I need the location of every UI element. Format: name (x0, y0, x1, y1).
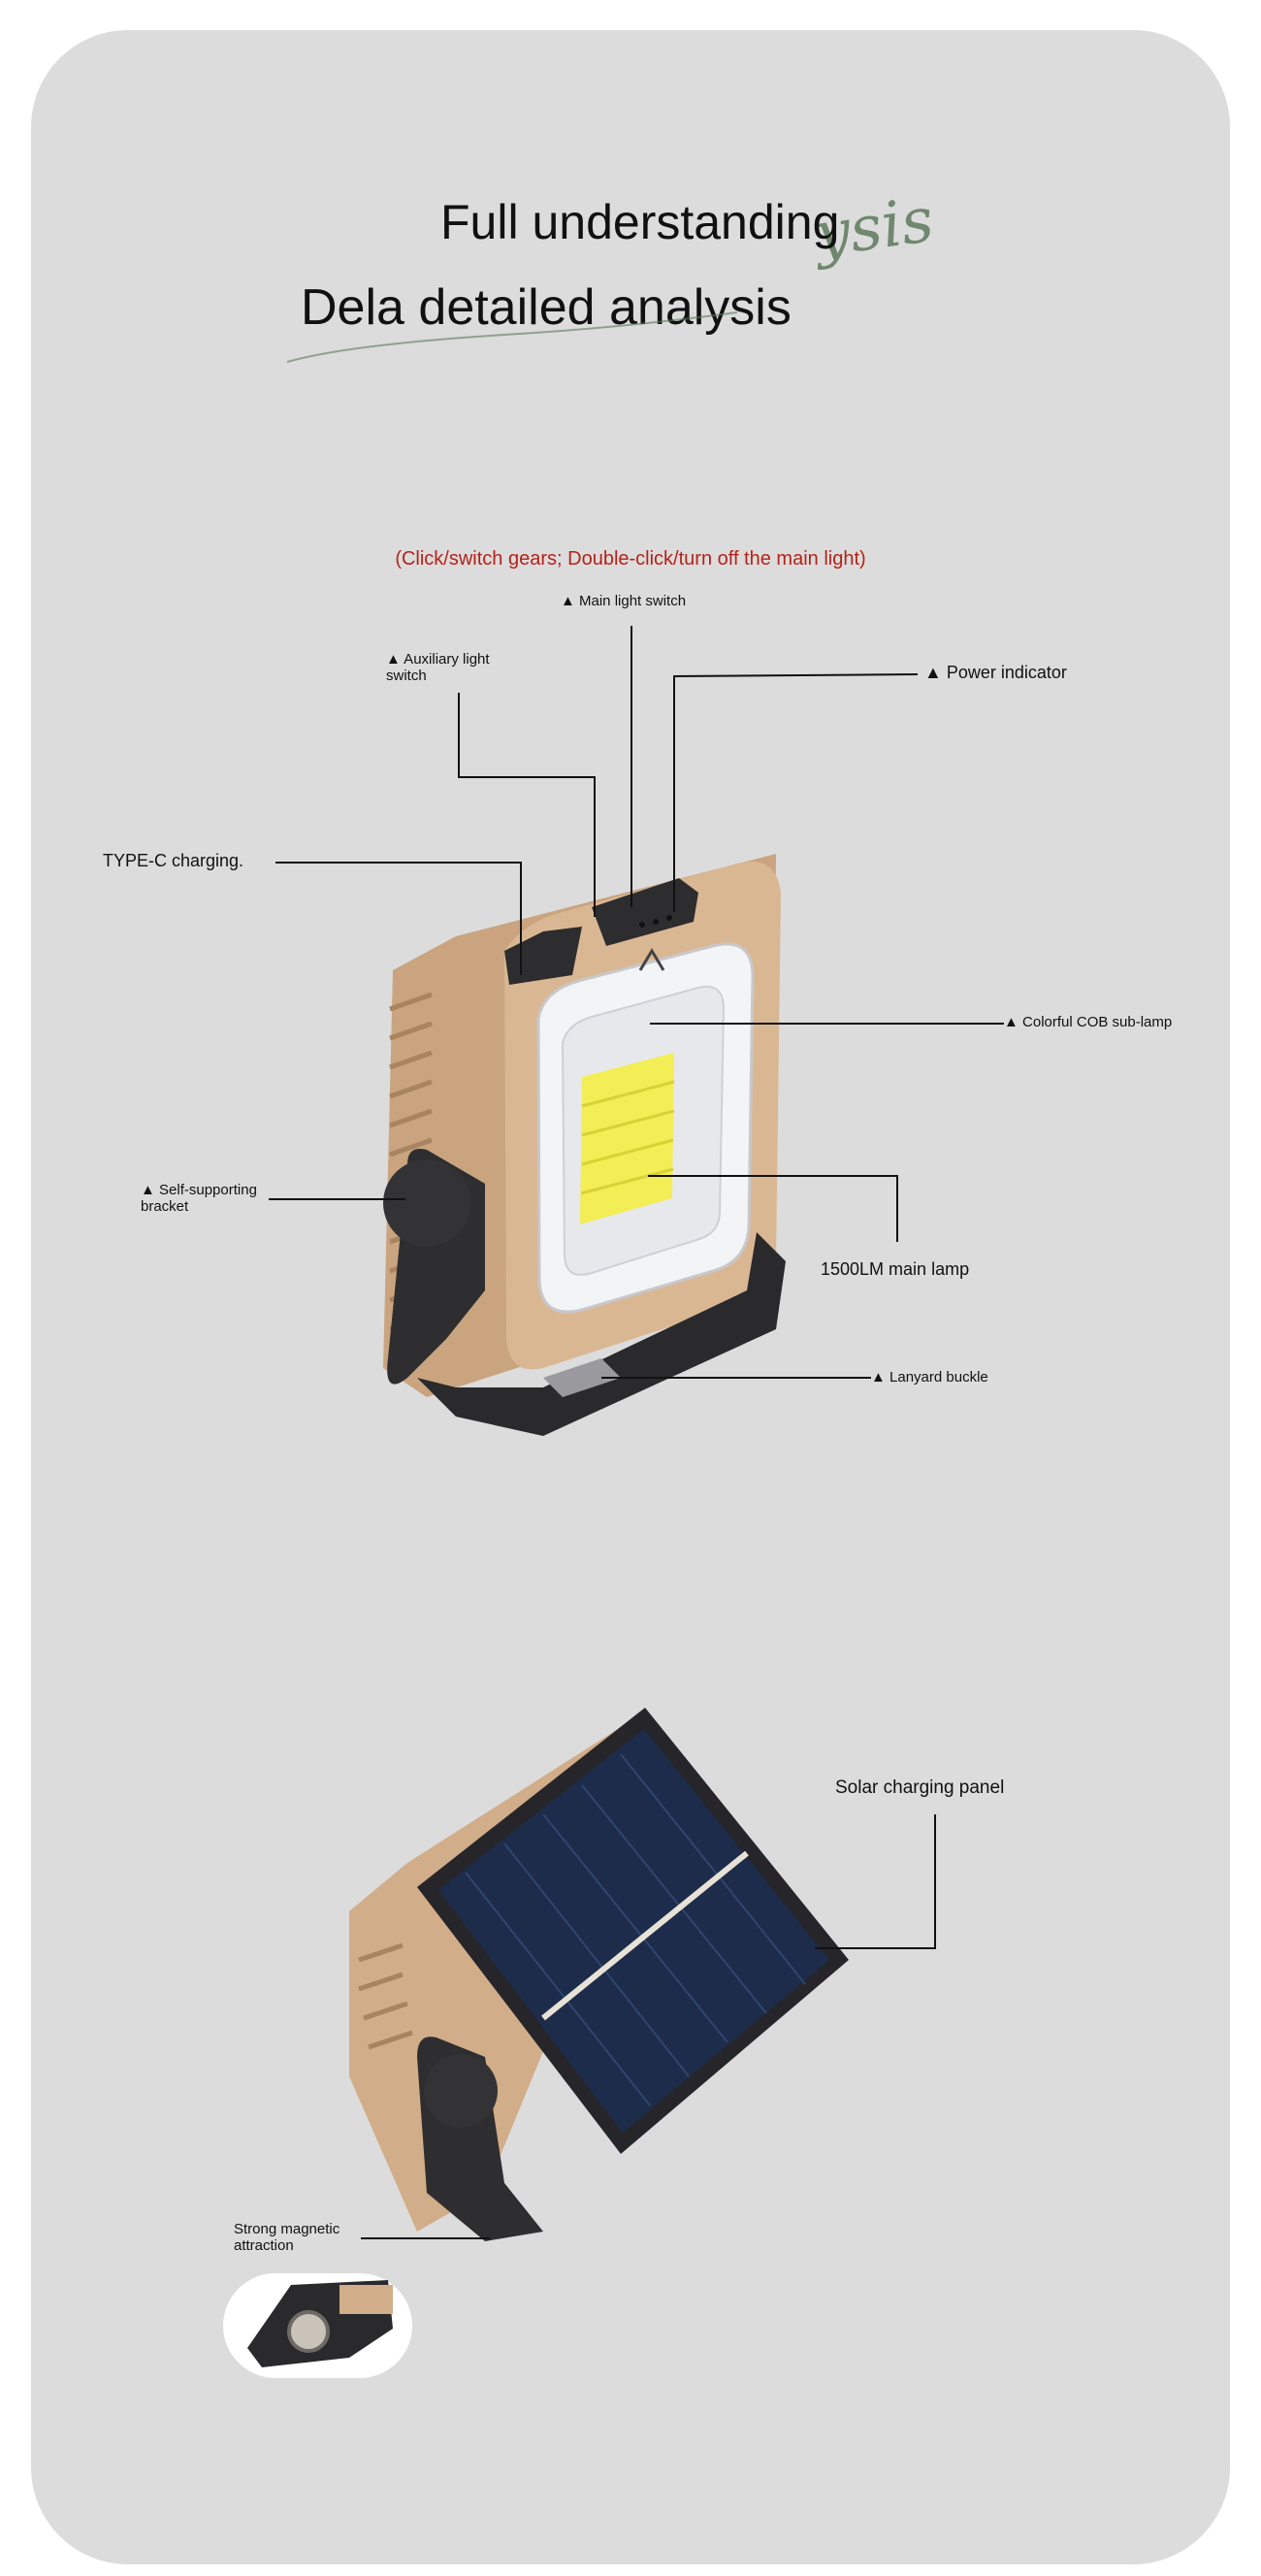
lantern-solar-illustration (349, 1708, 849, 2241)
label-self-supporting-2: bracket (141, 1198, 189, 1215)
title-underline-swoosh (286, 311, 738, 363)
magnet-detail-illustration (223, 2273, 412, 2378)
label-power-indicator: ▲ Power indicator (924, 663, 1067, 682)
label-solar-panel: Solar charging panel (835, 1777, 1005, 1798)
label-self-supporting-1: ▲ Self-supporting (141, 1182, 257, 1198)
label-magnetic-1: Strong magnetic (234, 2221, 340, 2237)
label-magnetic-2: attraction (234, 2237, 294, 2254)
label-main-light-switch: ▲ Main light switch (561, 593, 687, 609)
lantern-front-illustration (383, 854, 786, 1436)
label-cob-sub-lamp: ▲ Colorful COB sub-lamp (1004, 1014, 1173, 1030)
label-main-lamp: 1500LM main lamp (821, 1259, 970, 1279)
page-title-line2: Dela detailed analysis (301, 279, 792, 336)
page-title-line1: Full understanding (440, 195, 840, 249)
label-auxiliary-light-switch-2: switch (386, 668, 427, 684)
label-type-c-charging: TYPE-C charging. (103, 851, 244, 870)
gear-switch-note: (Click/switch gears; Double-click/turn o… (395, 548, 866, 570)
label-auxiliary-light-switch-1: ▲ Auxiliary light (386, 651, 490, 668)
callout-lines (269, 626, 1004, 2239)
label-lanyard-buckle: ▲ Lanyard buckle (871, 1369, 988, 1386)
